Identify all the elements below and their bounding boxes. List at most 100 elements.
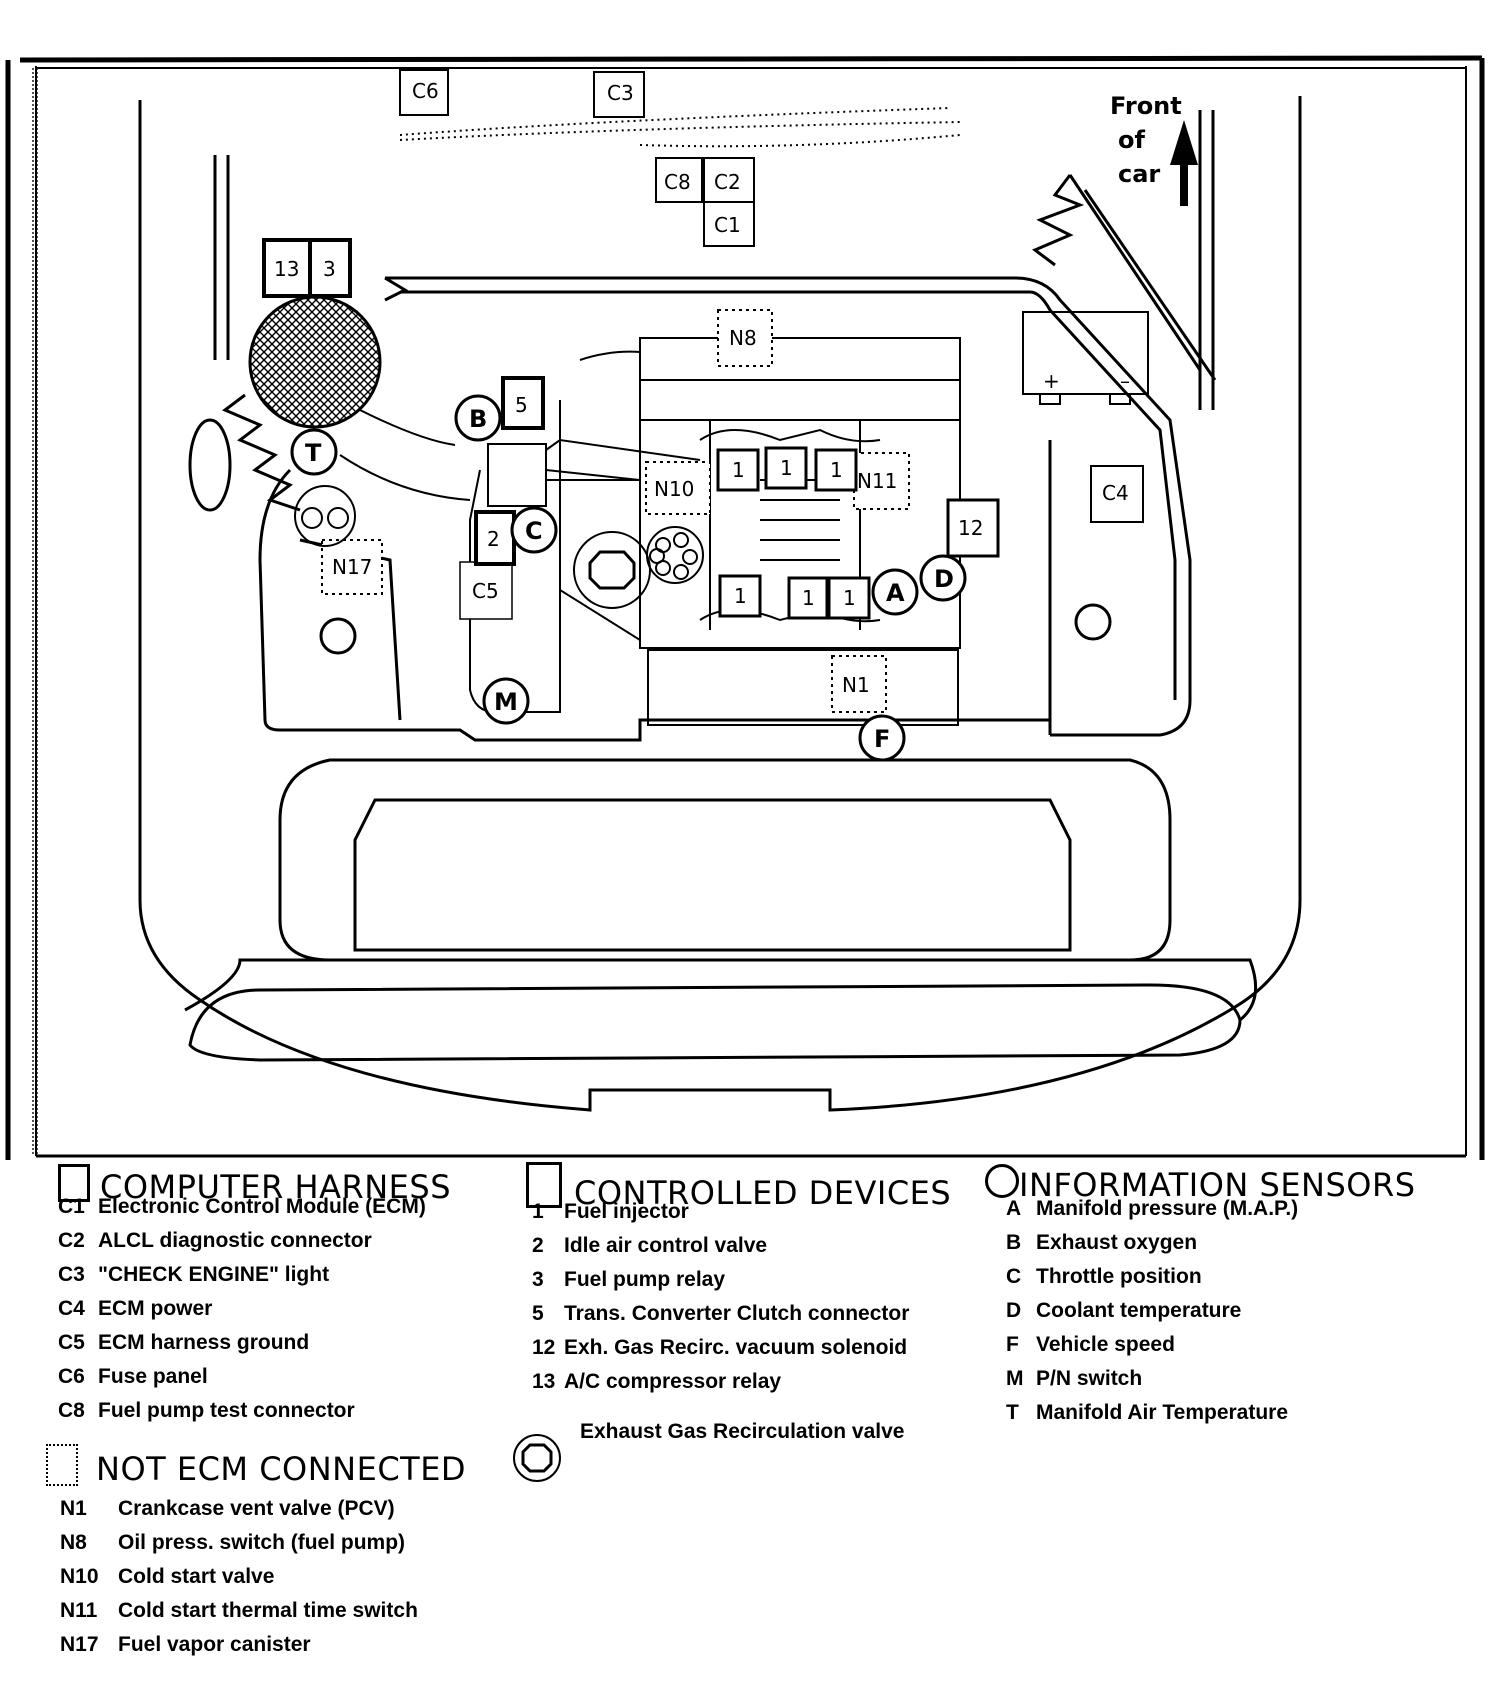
svg-text:1: 1 (802, 586, 815, 610)
cold-start-valve-cluster (646, 526, 704, 584)
svg-text:1: 1 (843, 586, 856, 610)
air-cleaner (248, 295, 471, 501)
component-n1: N1 (831, 655, 887, 713)
throttle-body (469, 438, 701, 713)
connector-c8: C8 (655, 157, 703, 203)
legend-code: N8 (60, 1531, 87, 1554)
front-label-line2: of (1118, 126, 1145, 154)
legend-description: Fuse panel (98, 1365, 208, 1388)
sensor-b: B (454, 394, 502, 442)
dotted-square-symbol-icon (46, 1444, 78, 1486)
legend-description: Manifold Air Temperature (1036, 1401, 1289, 1424)
svg-text:N11: N11 (857, 469, 897, 493)
legend-description: Cold start thermal time switch (118, 1599, 418, 1622)
connector-c5: C5 (459, 561, 513, 620)
front-label-line1: Front (1110, 92, 1182, 120)
component-n17: N17 (321, 539, 383, 595)
legend-description: Oil press. switch (fuel pump) (118, 1531, 406, 1554)
svg-text:C8: C8 (664, 170, 691, 194)
legend-code: C5 (58, 1331, 85, 1354)
drawing-frame (30, 66, 1467, 1158)
svg-text:1: 1 (780, 456, 793, 480)
injector-1a: 1 (716, 448, 760, 492)
svg-text:C3: C3 (607, 81, 634, 105)
legend-description: Exhaust oxygen (1036, 1231, 1198, 1254)
legend-computer-harness: COMPUTER HARNESS (58, 1160, 498, 1440)
legend-description: "CHECK ENGINE" light (98, 1263, 330, 1286)
connector-c6: C6 (399, 69, 449, 116)
legend-code: M (1006, 1367, 1024, 1390)
legend-row-c5: C5 ECM harness ground (58, 1331, 309, 1355)
svg-text:C2: C2 (714, 170, 741, 194)
svg-text:C: C (525, 517, 543, 545)
sensor-d: D (919, 554, 967, 602)
legend-code: B (1006, 1231, 1022, 1254)
device-5: 5 (501, 376, 545, 430)
svg-text:2: 2 (487, 527, 500, 551)
legend-code: N11 (60, 1599, 98, 1622)
relay-3: 3 (308, 238, 352, 298)
legend-code: C8 (58, 1399, 85, 1422)
legend-row-n1: N1 Crankcase vent valve (PCV) (60, 1497, 395, 1521)
egr-valve (573, 531, 651, 609)
legend-description: Fuel vapor canister (118, 1633, 311, 1656)
sensor-a: A (871, 568, 919, 616)
injector-1e: 1 (787, 576, 829, 620)
legend-code: N1 (60, 1497, 87, 1520)
legend-description: Idle air control valve (564, 1234, 768, 1257)
svg-text:N17: N17 (332, 555, 372, 579)
svg-text:A: A (886, 579, 905, 607)
legend-code: N10 (60, 1565, 99, 1588)
legend-code: D (1006, 1299, 1022, 1322)
svg-text:F: F (874, 725, 890, 753)
legend-code: C (1006, 1265, 1022, 1288)
legend-description: ECM power (98, 1297, 213, 1320)
computer-harness-title: COMPUTER HARNESS (100, 1168, 451, 1206)
svg-text:N8: N8 (729, 326, 757, 350)
component-n8: N8 (717, 309, 773, 367)
sensor-f: F (858, 714, 906, 762)
square-symbol-icon (58, 1164, 90, 1202)
connector-c3: C3 (593, 71, 645, 118)
legend-description: Exh. Gas Recirc. vacuum solenoid (564, 1336, 908, 1359)
legend-description: Crankcase vent valve (PCV) (118, 1497, 395, 1520)
legend-code: C2 (58, 1229, 85, 1252)
legend-code: C3 (58, 1263, 85, 1286)
not-ecm-connected-title: NOT ECM CONNECTED (96, 1450, 467, 1488)
legend-row-b: B Exhaust oxygen (1006, 1231, 1197, 1255)
svg-text:M: M (494, 688, 518, 716)
up-arrow-icon (1170, 120, 1198, 206)
legend-description: ECM harness ground (98, 1331, 310, 1354)
legend-information-sensors: INFORMATION SENSORS (985, 1160, 1455, 1220)
engine-block (500, 337, 961, 726)
legend-row-c: C Throttle position (1006, 1265, 1202, 1289)
svg-text:N10: N10 (654, 477, 694, 501)
relay-13: 13 (262, 238, 312, 298)
connector-c4: C4 (1090, 465, 1144, 523)
device-12: 12 (946, 498, 1000, 558)
component-n10: N10 (645, 461, 711, 515)
svg-text:C5: C5 (472, 579, 499, 603)
sensor-c: C (510, 506, 558, 554)
legend-description: Coolant temperature (1036, 1299, 1242, 1322)
legend-code: 3 (532, 1268, 544, 1291)
injector-1c: 1 (814, 448, 858, 492)
legend-code: 13 (532, 1370, 556, 1393)
circle-symbol-icon (985, 1164, 1019, 1198)
legend-code: N17 (60, 1633, 99, 1656)
svg-text:13: 13 (274, 257, 299, 281)
svg-text:C6: C6 (412, 79, 439, 103)
egr-legend-label: Exhaust Gas Recirculation valve (580, 1420, 905, 1443)
legend-description: Throttle position (1036, 1265, 1202, 1288)
svg-text:1: 1 (732, 458, 745, 482)
svg-text:1: 1 (734, 584, 747, 608)
legend-code: 5 (532, 1302, 544, 1325)
